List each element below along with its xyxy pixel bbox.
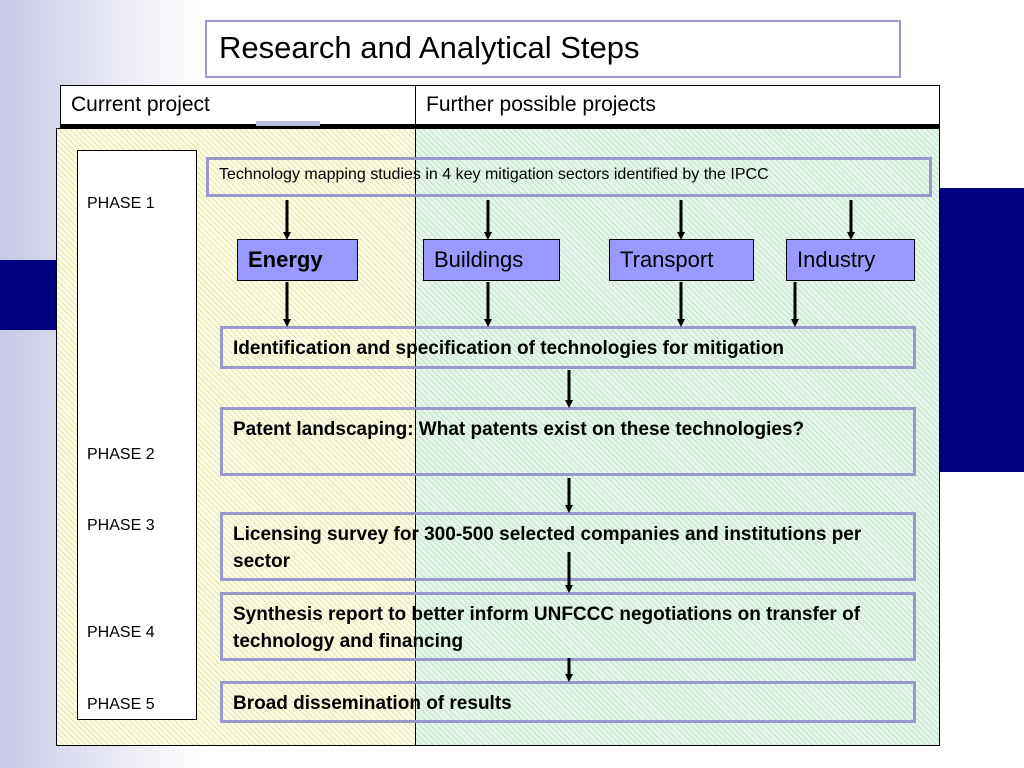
slide-title: Research and Analytical Steps <box>219 30 640 65</box>
further-projects-panel <box>415 128 940 746</box>
step-synthesis-report: Synthesis report to better inform UNFCCC… <box>220 592 916 661</box>
phase-column <box>77 150 197 720</box>
phase-1-label: PHASE 1 <box>87 195 155 212</box>
step-licensing-survey: Licensing survey for 300-500 selected co… <box>220 512 916 581</box>
step-patent-landscaping: Patent landscaping: What patents exist o… <box>220 407 916 476</box>
technology-mapping-box: Technology mapping studies in 4 key miti… <box>206 157 932 197</box>
title-box: Research and Analytical Steps <box>205 20 901 78</box>
header-divider <box>60 125 940 128</box>
phase-3-label: PHASE 3 <box>87 517 155 534</box>
header-current-project: Current project <box>60 85 416 125</box>
decorative-bar-left <box>0 260 60 330</box>
phase-2-label: PHASE 2 <box>87 446 155 463</box>
phase-4-label: PHASE 4 <box>87 624 155 641</box>
phase-5-label: PHASE 5 <box>87 696 155 713</box>
sector-industry: Industry <box>786 239 915 281</box>
decorative-bar-right <box>940 188 1024 472</box>
decorative-dash <box>256 121 320 126</box>
sector-energy: Energy <box>237 239 358 281</box>
header-further-projects: Further possible projects <box>415 85 940 125</box>
step-dissemination: Broad dissemination of results <box>220 681 916 723</box>
step-identification: Identification and specification of tech… <box>220 326 916 369</box>
sector-buildings: Buildings <box>423 239 560 281</box>
sector-transport: Transport <box>609 239 754 281</box>
